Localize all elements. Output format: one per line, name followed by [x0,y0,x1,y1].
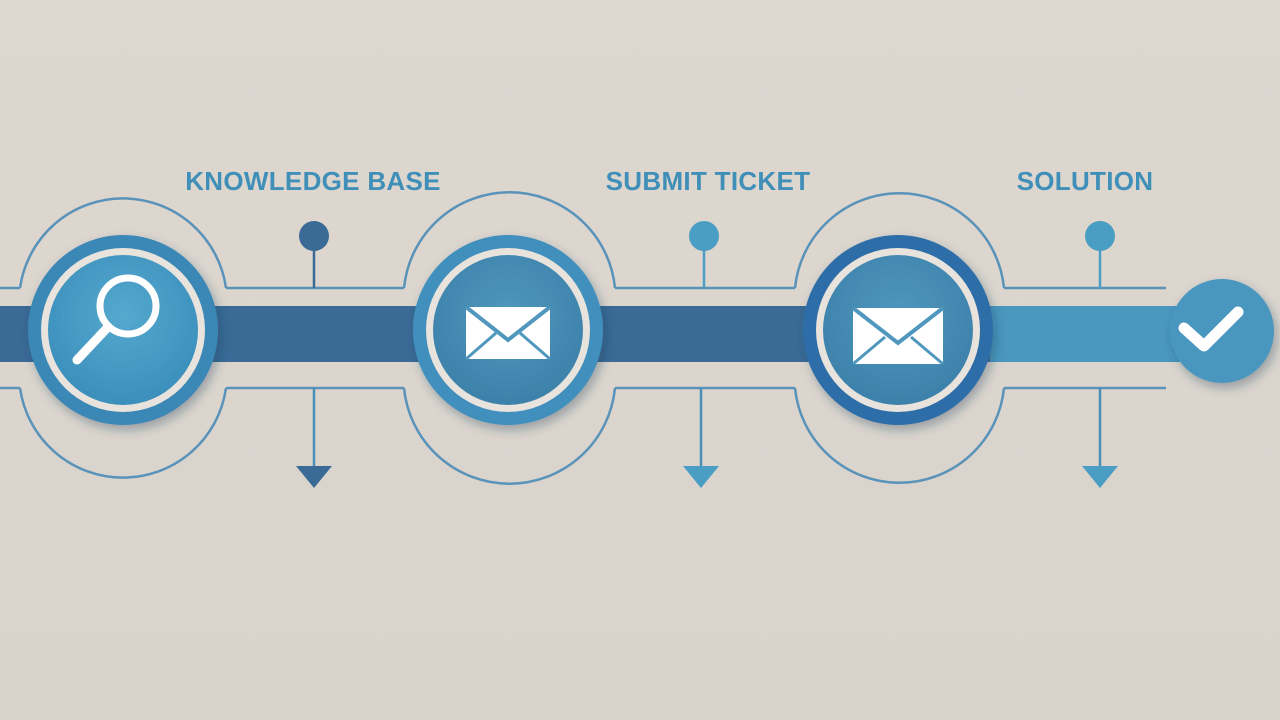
marker-dot-3 [1085,221,1115,251]
magnifier-icon [72,274,160,365]
step-label-submit-ticket: SUBMIT TICKET [605,166,811,196]
envelope-icon [851,306,945,366]
checkmark-icon [1178,306,1244,352]
marker-dot-2 [689,221,719,251]
step-label-knowledge-base: KNOWLEDGE BASE [185,166,441,196]
down-arrow-icon [296,466,332,488]
down-arrow-icon [1082,466,1118,488]
top-connectors [299,221,1115,288]
bottom-connectors [296,388,1118,488]
marker-dot-1 [299,221,329,251]
envelope-icon [464,305,552,361]
down-arrow-icon [683,466,719,488]
step-node-knowledge-base [28,235,218,425]
timeline-band-end [990,306,1190,362]
step-label-solution: SOLUTION [1016,166,1154,196]
